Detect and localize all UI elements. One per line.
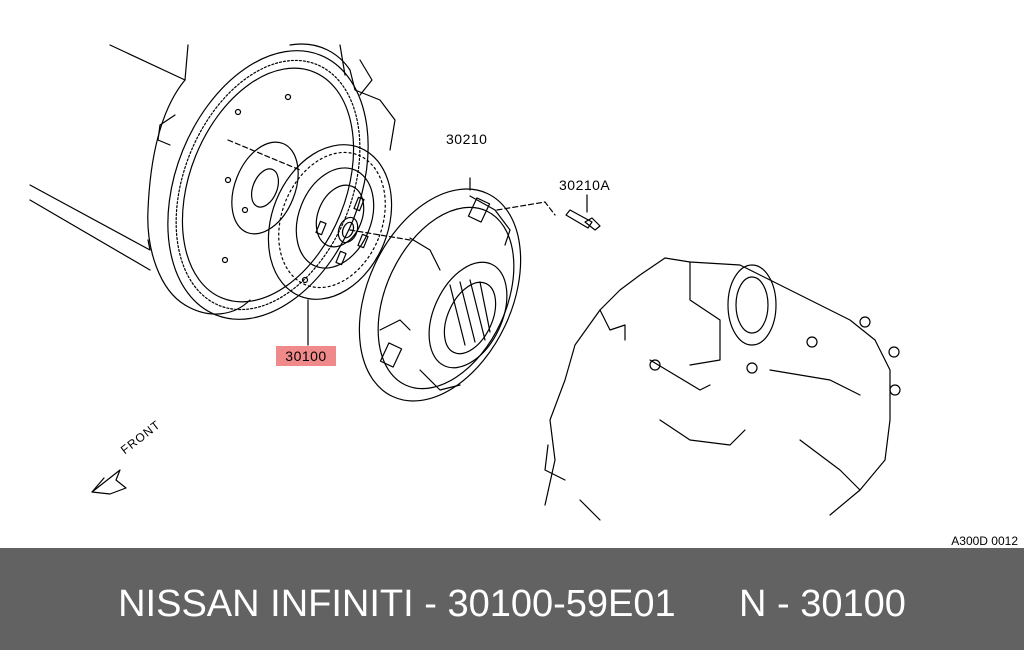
part-callout-30210a[interactable]: 30210A (559, 177, 611, 193)
transmission-drawing (544, 257, 901, 521)
parts-diagram: 30100 30210 30210A FRONT A300D 0012 (29, 43, 1018, 548)
part-number-caption: NISSAN INFINITI - 30100-59E01 N - 30100 (118, 583, 906, 625)
part-callout-30100[interactable]: 30100 (276, 346, 336, 366)
flywheel-drawing (29, 43, 396, 320)
bolt-drawing (565, 194, 601, 231)
diagram-code: A300D 0012 (951, 534, 1018, 548)
front-arrow-icon (91, 469, 127, 495)
pressure-plate-drawing (358, 177, 556, 402)
footer-bar: NISSAN INFINITI - 30100-59E01 N - 30100 (0, 548, 1024, 650)
part-callout-30210[interactable]: 30210 (446, 131, 488, 147)
clutch-disc-drawing (267, 144, 411, 346)
